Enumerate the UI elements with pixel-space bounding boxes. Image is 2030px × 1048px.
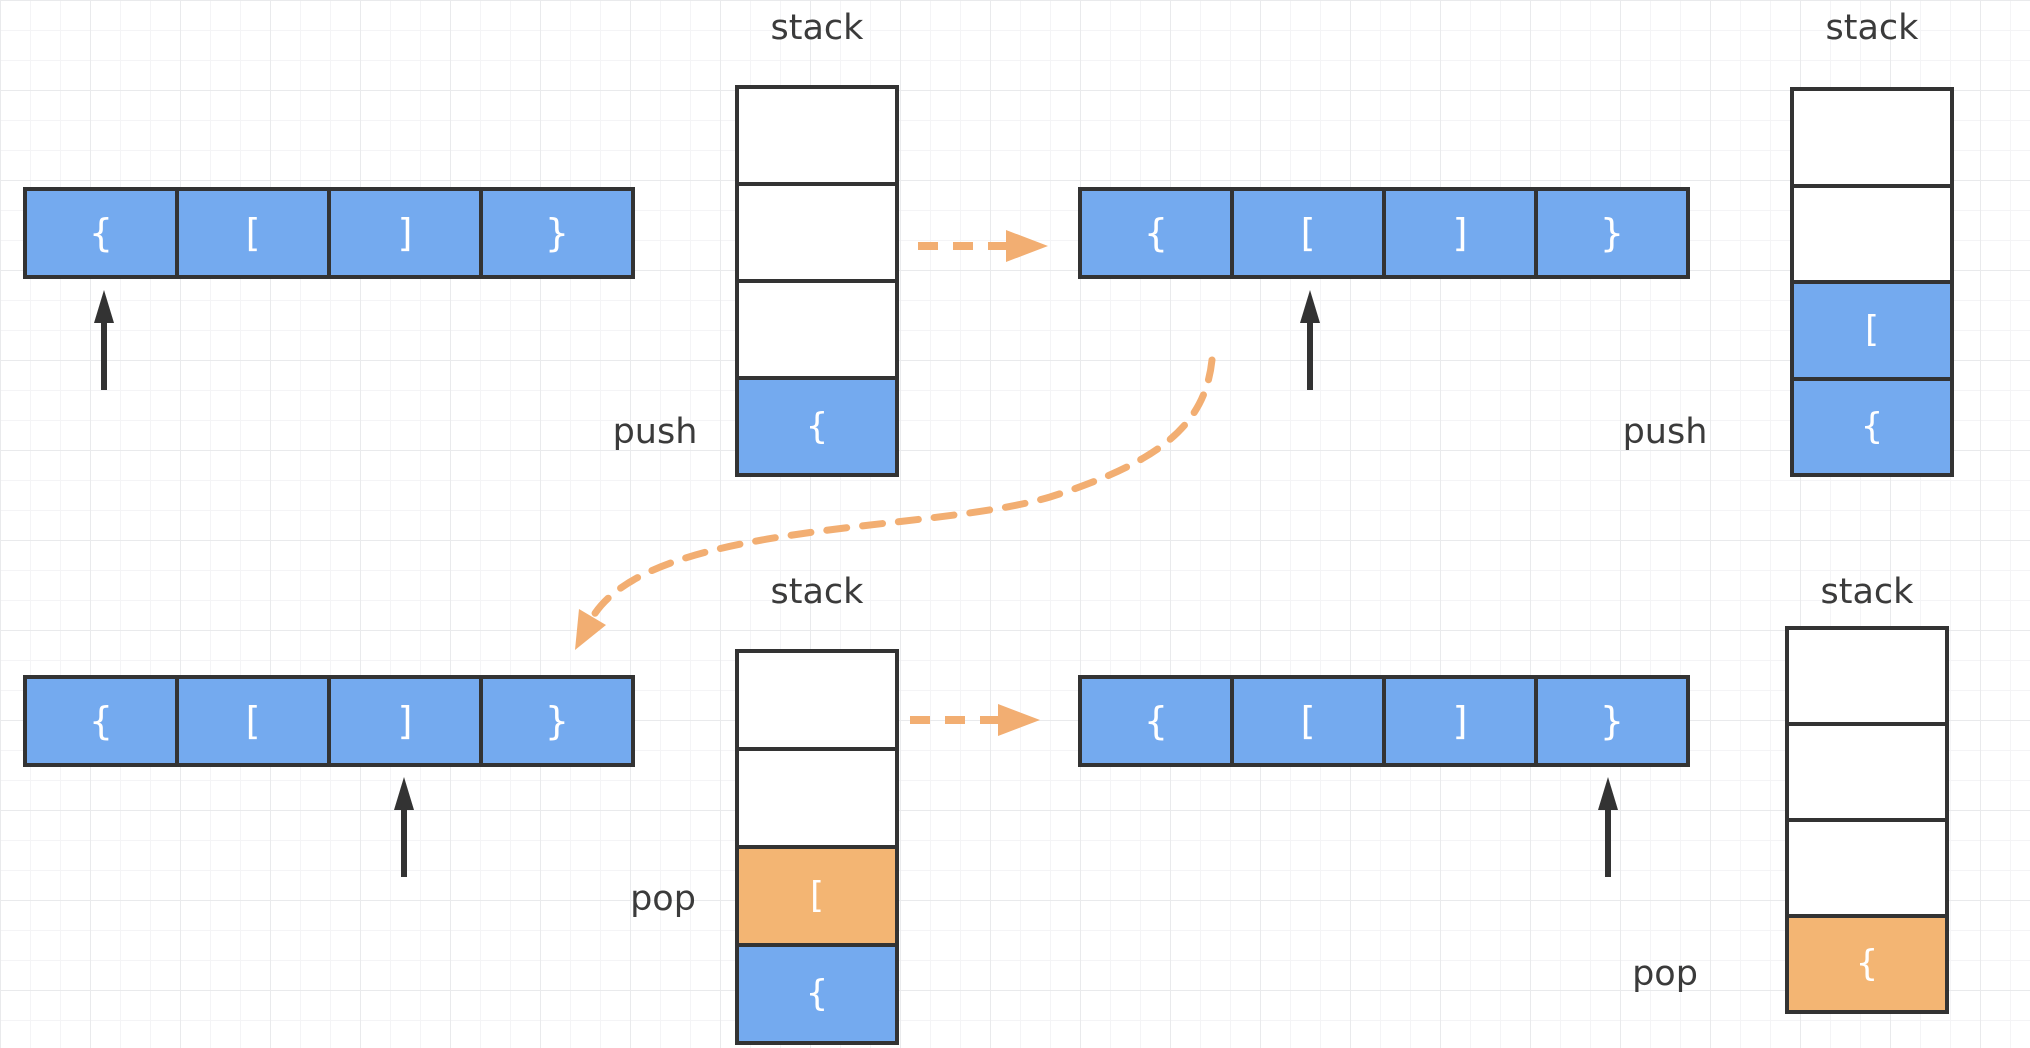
array-cell: } [1534, 679, 1686, 763]
array-cell: [ [175, 679, 327, 763]
pointer-arrow [394, 777, 414, 877]
stack-cell [1789, 722, 1945, 818]
stack-cell: [ [1794, 280, 1950, 377]
stack-title: stack [770, 8, 864, 48]
stack-title: stack [1820, 572, 1914, 612]
push-label: push [1622, 412, 1708, 452]
pop-label: pop [1632, 954, 1698, 994]
stack-cell: { [739, 943, 895, 1041]
stack-cell [1789, 818, 1945, 914]
array-cell: ] [327, 191, 479, 275]
array-cell: [ [1230, 191, 1382, 275]
stack-title: stack [770, 572, 864, 612]
array-cell: { [27, 191, 175, 275]
stack-bottom-right: { [1785, 626, 1949, 1014]
stack-cell [739, 747, 895, 845]
stack-bottom-middle: [ { [735, 649, 899, 1045]
array-bottom-left: { [ ] } [23, 675, 635, 767]
pointer-arrow [94, 290, 114, 390]
stack-cell: [ [739, 845, 895, 943]
array-cell: } [479, 191, 631, 275]
stack-title: stack [1825, 8, 1919, 48]
stack-top-middle: { [735, 85, 899, 477]
array-cell: ] [327, 679, 479, 763]
array-cell: [ [175, 191, 327, 275]
array-cell: ] [1382, 679, 1534, 763]
stack-cell [1794, 91, 1950, 184]
stack-cell: { [739, 376, 895, 473]
stack-cell: { [1789, 914, 1945, 1010]
stack-cell [1789, 630, 1945, 722]
array-top-right: { [ ] } [1078, 187, 1690, 279]
stack-cell [739, 89, 895, 182]
array-cell: } [479, 679, 631, 763]
stack-cell [739, 279, 895, 376]
array-cell: [ [1230, 679, 1382, 763]
array-cell: { [1082, 191, 1230, 275]
array-top-left: { [ ] } [23, 187, 635, 279]
stack-top-right: [ { [1790, 87, 1954, 477]
pop-transition-arrow [910, 704, 1040, 736]
pointer-arrow [1300, 290, 1320, 390]
pointer-arrow [1598, 777, 1618, 877]
push-label: push [612, 412, 698, 452]
stack-cell [1794, 183, 1950, 281]
array-cell: } [1534, 191, 1686, 275]
push-transition-arrow [918, 230, 1048, 262]
pop-label: pop [630, 879, 696, 919]
array-bottom-right: { [ ] } [1078, 675, 1690, 767]
array-cell: ] [1382, 191, 1534, 275]
stack-cell [739, 182, 895, 279]
array-cell: { [27, 679, 175, 763]
array-cell: { [1082, 679, 1230, 763]
stack-cell: { [1794, 376, 1950, 473]
stack-cell [739, 653, 895, 747]
